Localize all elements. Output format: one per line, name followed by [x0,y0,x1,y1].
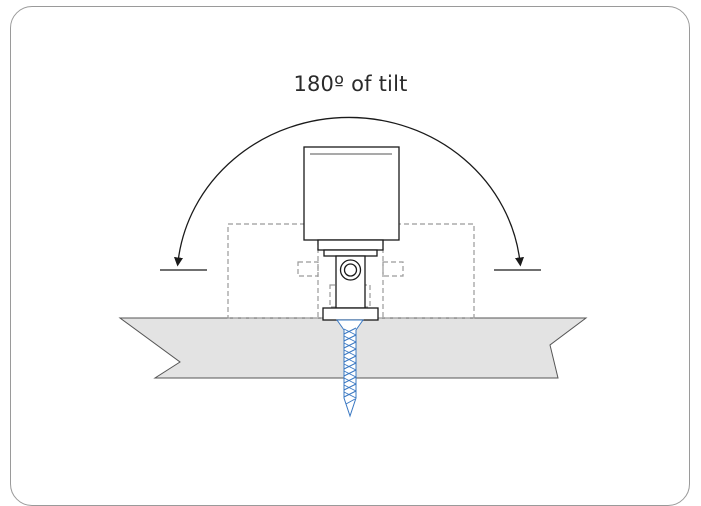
tilt-caption: 180º of tilt [293,72,408,96]
base-plate [322,307,379,321]
mount-housing-icon [303,146,400,257]
pivot-neck [335,255,366,309]
screw-icon [336,319,364,418]
tilt-diagram [118,116,588,418]
tilt-arc-icon [174,116,524,267]
